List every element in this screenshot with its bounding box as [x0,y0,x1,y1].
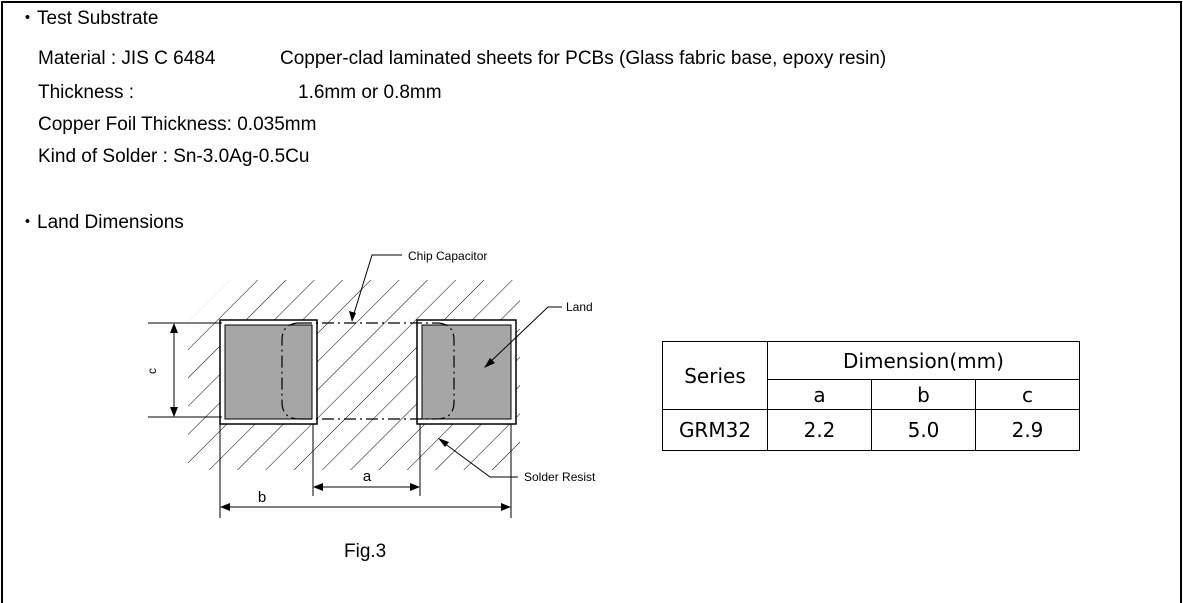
land-label: Land [566,300,593,314]
column-c-header: c [975,379,1080,410]
figure-caption: Fig.3 [344,541,387,562]
thickness-label: Thickness : [38,82,135,103]
dimension-a-label: a [363,468,372,485]
column-b-header: b [871,379,976,410]
table-row: GRM32 2.2 5.0 2.9 [662,409,1080,451]
solder-resist-label: Solder Resist [524,470,596,484]
dimension-c-label: c [145,368,159,374]
left-land-fill [224,324,313,420]
right-land-fill [421,324,512,420]
dimension-header: Dimension(mm) [767,341,1080,380]
chip-capacitor-outline [281,322,455,420]
material-value: Copper-clad laminated sheets for PCBs (G… [280,48,887,69]
dimension-table: Series Dimension(mm) a b c GRM32 2.2 5.0… [662,341,1080,451]
series-header: Series [662,341,768,410]
value-a-cell: 2.2 [767,409,872,451]
value-c-cell: 2.9 [975,409,1080,451]
land-dimensions-heading: ・Land Dimensions [18,212,184,233]
thickness-value: 1.6mm or 0.8mm [298,82,442,103]
land-pattern-diagram: c a b Chip Capacitor Land Solder Resist [145,249,596,518]
value-b-cell: 5.0 [871,409,976,451]
column-a-header: a [767,379,872,410]
test-substrate-heading: ・Test Substrate [18,8,159,29]
chip-capacitor-label: Chip Capacitor [408,249,487,263]
kind-of-solder: Kind of Solder : Sn-3.0Ag-0.5Cu [38,146,310,167]
series-cell: GRM32 [662,409,768,451]
material-label: Material : JIS C 6484 [38,48,216,69]
dimension-b-label: b [258,489,266,506]
copper-foil-thickness: Copper Foil Thickness: 0.035mm [38,114,317,135]
